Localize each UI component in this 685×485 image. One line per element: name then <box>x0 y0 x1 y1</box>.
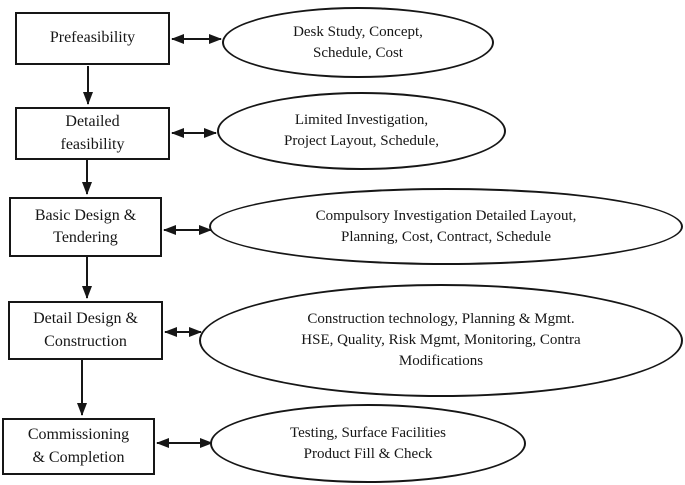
activity-label-detailed-feasibility: Limited Investigation, Project Layout, S… <box>284 112 439 149</box>
stage-box-basic-design-tendering: Basic Design & Tendering <box>9 197 162 257</box>
activity-label-commissioning-completion: Testing, Surface Facilities Product Fill… <box>290 424 446 462</box>
stage-label-commissioning-completion: Commissioning & Completion <box>27 426 130 466</box>
activity-ellipse-detail-design-construction: Construction technology, Planning & Mgmt… <box>199 284 683 397</box>
stage-label-prefeasibility: Prefeasibility <box>49 29 136 47</box>
activity-label-detail-design-construction: Construction technology, Planning & Mgmt… <box>301 311 581 369</box>
stage-box-commissioning-completion: Commissioning & Completion <box>2 418 155 475</box>
stage-label-basic-design-tendering: Basic Design & Tendering <box>34 206 137 246</box>
activity-ellipse-prefeasibility: Desk Study, Concept, Schedule, Cost <box>222 7 494 78</box>
activity-label-prefeasibility: Desk Study, Concept, Schedule, Cost <box>293 23 423 61</box>
stage-box-detailed-feasibility: Detailed feasibility <box>15 107 170 160</box>
activity-ellipse-basic-design-tendering: Compulsory Investigation Detailed Layout… <box>209 188 683 265</box>
activity-ellipse-detailed-feasibility: Limited Investigation, Project Layout, S… <box>217 92 506 170</box>
activity-label-basic-design-tendering: Compulsory Investigation Detailed Layout… <box>315 207 577 245</box>
stage-label-detailed-feasibility: Detailed feasibility <box>60 113 125 153</box>
stage-box-detail-design-construction: Detail Design & Construction <box>8 301 163 360</box>
stage-label-detail-design-construction: Detail Design & Construction <box>33 310 138 350</box>
stage-box-prefeasibility: Prefeasibility <box>15 12 170 65</box>
activity-ellipse-commissioning-completion: Testing, Surface Facilities Product Fill… <box>210 404 526 483</box>
